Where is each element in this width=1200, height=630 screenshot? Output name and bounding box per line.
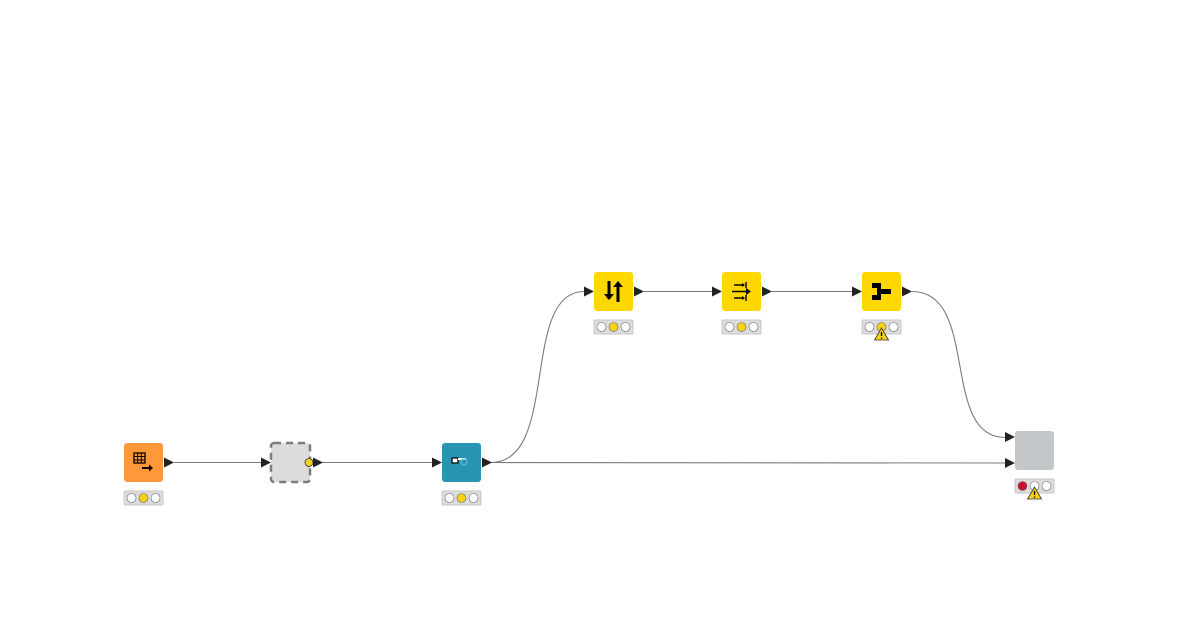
- status-traffic-light: [123, 490, 164, 506]
- status-light: [864, 322, 875, 332]
- status-light: [724, 322, 735, 332]
- node-predictor[interactable]: [432, 443, 492, 506]
- status-light: [1041, 481, 1052, 491]
- output-port-icon[interactable]: [902, 286, 912, 297]
- sort-arrows-icon: [604, 281, 623, 302]
- status-traffic-light: [441, 490, 482, 506]
- output-port-icon[interactable]: [164, 457, 174, 468]
- node-component[interactable]: [261, 441, 323, 484]
- status-light: [138, 493, 149, 503]
- node-body[interactable]: [594, 272, 633, 311]
- joiner-icon: [872, 283, 891, 300]
- node-sorter[interactable]: [584, 272, 644, 335]
- warning-icon[interactable]: [1026, 486, 1043, 500]
- model-apply-icon: [451, 457, 468, 466]
- node-missing-node[interactable]: [1005, 431, 1055, 500]
- status-traffic-light: [721, 319, 762, 335]
- status-light: [736, 322, 747, 332]
- status-light: [888, 322, 899, 332]
- output-port-icon[interactable]: [482, 457, 492, 468]
- status-light: [150, 493, 161, 503]
- status-light: [126, 493, 137, 503]
- connection-predictor-missing[interactable]: [490, 461, 1006, 464]
- status-light: [444, 493, 455, 503]
- output-port-icon[interactable]: [313, 457, 323, 468]
- status-light: [468, 493, 479, 503]
- node-body[interactable]: [1015, 431, 1054, 470]
- status-traffic-light: [861, 319, 902, 341]
- column-arrows-icon: [732, 282, 751, 301]
- input-port-icon[interactable]: [584, 286, 594, 297]
- node-reader[interactable]: [123, 443, 174, 506]
- status-light: [620, 322, 631, 332]
- status-traffic-light: [1014, 478, 1055, 500]
- input-port-icon[interactable]: [432, 457, 442, 468]
- input-port-icon[interactable]: [852, 286, 862, 297]
- node-joiner[interactable]: [852, 272, 912, 341]
- input-port-icon[interactable]: [712, 286, 722, 297]
- status-light: [608, 322, 619, 332]
- status-light: [1017, 481, 1028, 491]
- warning-icon[interactable]: [873, 327, 890, 341]
- connection-joiner-missing[interactable]: [911, 290, 1006, 439]
- input-port-icon[interactable]: [261, 457, 271, 468]
- flow-variable-port-icon[interactable]: [304, 458, 314, 467]
- table-reader-icon: [133, 452, 153, 472]
- output-port-icon[interactable]: [762, 286, 772, 297]
- connection-predictor-sorter[interactable]: [490, 290, 585, 464]
- input-port-icon[interactable]: [1005, 458, 1015, 468]
- output-port-icon[interactable]: [634, 286, 644, 297]
- node-column-filter[interactable]: [712, 272, 772, 335]
- status-light: [596, 322, 607, 332]
- component-body[interactable]: [269, 441, 312, 484]
- input-port-icon[interactable]: [1005, 432, 1015, 442]
- status-traffic-light: [593, 319, 634, 335]
- status-light: [456, 493, 467, 503]
- status-light: [748, 322, 759, 332]
